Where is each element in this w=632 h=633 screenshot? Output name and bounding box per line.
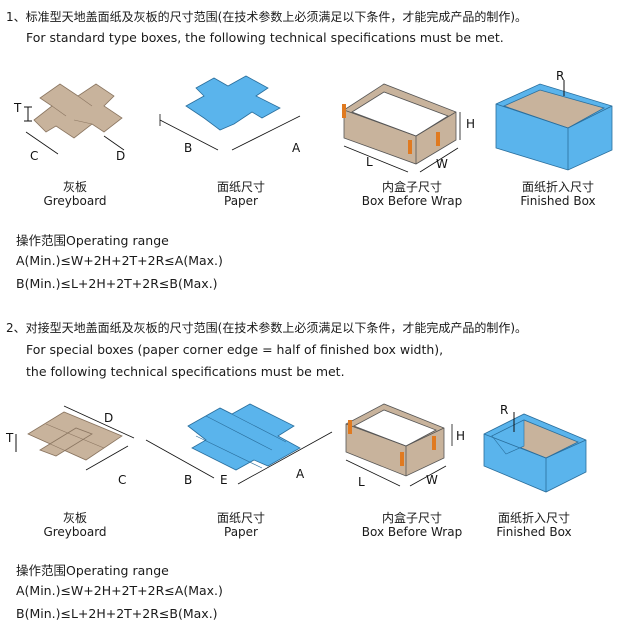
- s2-caption-box-cn: 内盒子尺寸: [381, 511, 442, 525]
- s1-label-h: H: [466, 117, 475, 131]
- section2-heading-en-1: For special boxes (paper corner edge = h…: [26, 342, 444, 357]
- section2-heading-cn: 2、对接型天地盖面纸及灰板的尺寸范围(在技术参数上必须满足以下条件，才能完成产品…: [6, 321, 528, 335]
- s1-paper-figure: B A: [159, 75, 301, 155]
- s2-range-title: 操作范围Operating range: [16, 563, 169, 578]
- s1-caption-box-cn: 内盒子尺寸: [381, 180, 442, 194]
- s2-label-w: W: [426, 473, 438, 487]
- s1-label-w: W: [436, 157, 448, 171]
- s1-caption-greyboard: 灰板 Greyboard: [30, 180, 120, 208]
- s1-caption-greyboard-cn: 灰板: [62, 180, 87, 194]
- s2-caption-box: 内盒子尺寸 Box Before Wrap: [352, 511, 472, 539]
- s1-caption-finished-en: Finished Box: [520, 194, 596, 208]
- s1-label-b: B: [184, 141, 192, 155]
- s2-caption-paper-en: Paper: [224, 525, 258, 539]
- s2-caption-paper-cn: 面纸尺寸: [216, 511, 265, 525]
- s1-label-a: A: [292, 141, 301, 155]
- s2-caption-finished-cn: 面纸折入尺寸: [497, 511, 570, 525]
- s2-caption-greyboard-en: Greyboard: [43, 525, 107, 539]
- s1-caption-paper-en: Paper: [224, 194, 258, 208]
- section1-heading-cn: 1、标准型天地盖面纸及灰板的尺寸范围(在技术参数上必须满足以下条件，才能完成产品…: [6, 10, 528, 24]
- s2-greyboard-figure: T D C: [5, 405, 135, 487]
- s2-label-r: R: [500, 403, 508, 417]
- s1-formula-b: B(Min.)≤L+2H+2T+2R≤B(Max.): [16, 276, 218, 291]
- s1-caption-box: 内盒子尺寸 Box Before Wrap: [352, 180, 472, 208]
- section1-heading-en: For standard type boxes, the following t…: [26, 30, 504, 45]
- s2-caption-greyboard: 灰板 Greyboard: [30, 511, 120, 539]
- s2-label-c: C: [118, 473, 126, 487]
- s1-caption-finished: 面纸折入尺寸 Finished Box: [508, 180, 608, 208]
- s2-finished-figure: R: [483, 403, 587, 493]
- s1-box-figure: H L W: [342, 83, 475, 173]
- s2-caption-box-en: Box Before Wrap: [361, 525, 463, 539]
- s2-formula-b: B(Min.)≤L+2H+2T+2R≤B(Max.): [16, 606, 218, 621]
- s2-label-a: A: [296, 467, 305, 481]
- s2-caption-paper: 面纸尺寸 Paper: [196, 511, 286, 539]
- s2-label-d: D: [104, 411, 113, 425]
- section2-heading-en-2: the following technical specifications m…: [26, 364, 345, 379]
- s2-label-h: H: [456, 429, 465, 443]
- s1-greyboard-figure: T C D: [13, 83, 125, 163]
- s1-caption-paper: 面纸尺寸 Paper: [196, 180, 286, 208]
- s2-caption-greyboard-cn: 灰板: [62, 511, 87, 525]
- s1-caption-finished-cn: 面纸折入尺寸: [521, 180, 594, 194]
- s2-label-b: B: [184, 473, 192, 487]
- s1-label-c: C: [30, 149, 38, 163]
- s1-caption-box-en: Box Before Wrap: [361, 194, 463, 208]
- s1-formula-a: A(Min.)≤W+2H+2T+2R≤A(Max.): [16, 253, 223, 268]
- s2-paper-figure: B E A: [145, 403, 333, 487]
- s2-box-figure: H L W: [345, 403, 465, 489]
- s2-label-t: T: [5, 431, 14, 445]
- s1-finished-figure: R: [495, 69, 613, 171]
- s1-range-title: 操作范围Operating range: [16, 233, 169, 248]
- s1-caption-paper-cn: 面纸尺寸: [216, 180, 265, 194]
- s1-label-l: L: [366, 155, 373, 169]
- s2-formula-a: A(Min.)≤W+2H+2T+2R≤A(Max.): [16, 583, 223, 598]
- s1-label-r: R: [556, 69, 564, 83]
- s1-label-t: T: [13, 101, 22, 115]
- s2-label-l: L: [358, 475, 365, 489]
- s2-caption-finished-en: Finished Box: [496, 525, 572, 539]
- s2-caption-finished: 面纸折入尺寸 Finished Box: [484, 511, 584, 539]
- s1-caption-greyboard-en: Greyboard: [43, 194, 107, 208]
- s2-label-e: E: [220, 473, 228, 487]
- s1-label-d: D: [116, 149, 125, 163]
